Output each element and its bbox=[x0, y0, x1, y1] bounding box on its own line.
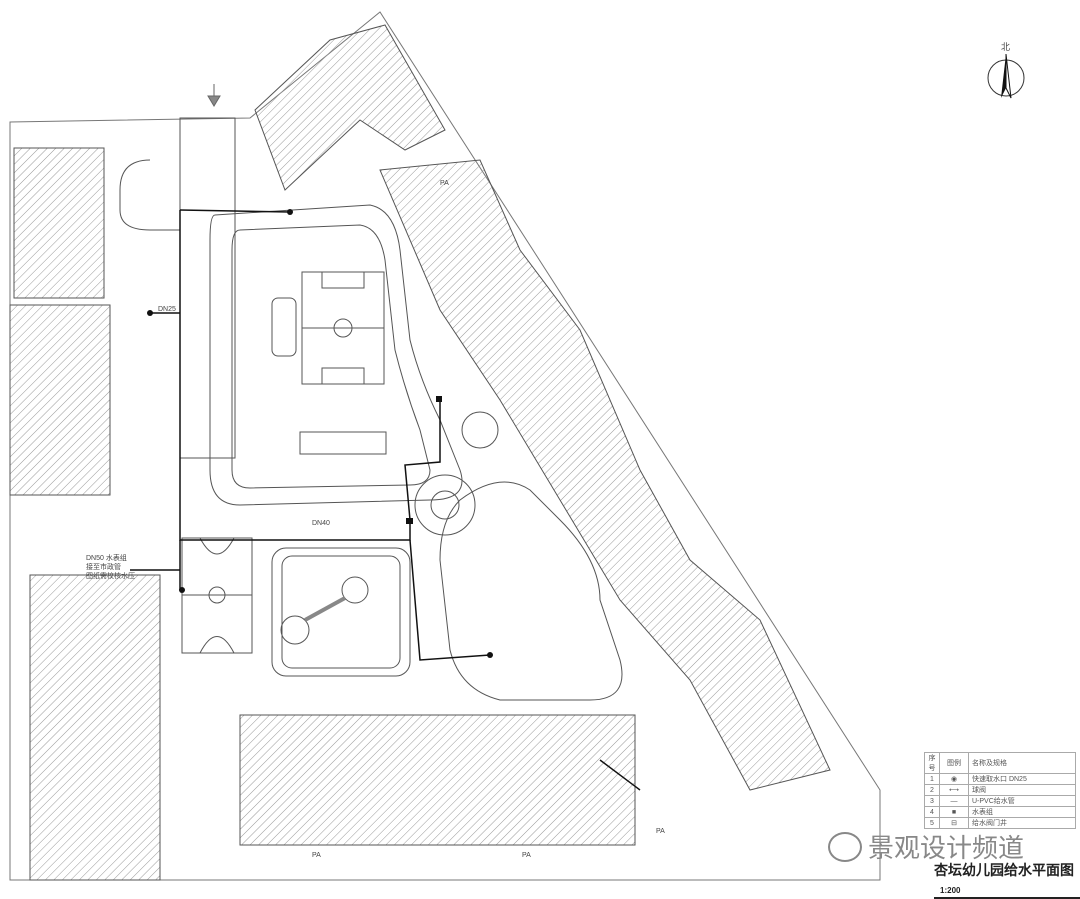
neighbor-building bbox=[9, 304, 111, 496]
site-boundary bbox=[9, 11, 881, 881]
dn50-note-2: 接至市政管 bbox=[86, 564, 121, 571]
ball-valve-icon: ⟷ bbox=[939, 784, 969, 796]
drawing-scale: 1:200 bbox=[940, 886, 961, 895]
legend-row: 5⊟给水阀门井 bbox=[924, 817, 1076, 829]
legend-no: 5 bbox=[924, 817, 940, 829]
wechat-icon bbox=[828, 831, 862, 862]
legend-row: 2⟷球阀 bbox=[924, 784, 1076, 796]
water-pipe bbox=[130, 209, 641, 791]
pipe-label-dn25: DN25 bbox=[158, 306, 176, 313]
track-loop-inner bbox=[231, 224, 431, 489]
legend-no: 3 bbox=[924, 795, 940, 807]
building-wing-east bbox=[379, 159, 831, 791]
drawing-title: 杏坛幼儿园给水平面图 1:200 bbox=[934, 860, 1080, 899]
hydrant-markers bbox=[147, 209, 493, 658]
legend-desc: 给水阀门井 bbox=[968, 817, 1076, 829]
roundabout bbox=[414, 474, 476, 536]
neighbor-building bbox=[29, 574, 161, 881]
hydrant-icon: ◉ bbox=[939, 773, 969, 785]
neighbor-building bbox=[13, 147, 105, 299]
track-loop bbox=[209, 204, 463, 506]
entrance-road bbox=[179, 117, 236, 459]
legend-desc: 球阀 bbox=[968, 784, 1076, 796]
play-area bbox=[271, 547, 411, 677]
legend-desc: 快速取水口 DN25 bbox=[968, 773, 1076, 785]
legend-header: 序号 图例 名称及规格 bbox=[924, 752, 1076, 774]
legend-no: 4 bbox=[924, 806, 940, 818]
pa-label: PA bbox=[312, 852, 321, 859]
drawing-title-text: 杏坛幼儿园给水平面图 bbox=[934, 862, 1074, 878]
watermark-text: 景观设计频道 bbox=[868, 833, 1025, 863]
pipe-icon: — bbox=[939, 795, 969, 807]
legend-row: 1◉快速取水口 DN25 bbox=[924, 773, 1076, 785]
pipe-label-dn40: DN40 bbox=[312, 520, 330, 527]
legend-row: 4■水表组 bbox=[924, 806, 1076, 818]
bench-area bbox=[299, 431, 387, 455]
legend-row: 3—U-PVC给水管 bbox=[924, 795, 1076, 807]
legend-table: 序号 图例 名称及规格 1◉快速取水口 DN25 2⟷球阀 3—U-PVC给水管… bbox=[924, 752, 1076, 829]
dn50-note-3: 图纸需校核水压 bbox=[86, 573, 135, 580]
pa-label: PA bbox=[522, 852, 531, 859]
valve-well-icon: ⊟ bbox=[939, 817, 969, 829]
dn50-note-1: DN50 水表组 bbox=[86, 555, 127, 562]
sandbox bbox=[271, 297, 297, 357]
water-meter-icon: ■ bbox=[939, 806, 969, 818]
legend-desc: 水表组 bbox=[968, 806, 1076, 818]
legend-no: 1 bbox=[924, 773, 940, 785]
legend-header-symbol: 图例 bbox=[939, 752, 969, 774]
north-label: 北 bbox=[1001, 42, 1011, 52]
north-arrow-icon bbox=[986, 44, 1026, 104]
pa-label: PA bbox=[440, 180, 449, 187]
building-south bbox=[239, 714, 636, 846]
legend-no: 2 bbox=[924, 784, 940, 796]
legend-desc: U-PVC给水管 bbox=[968, 795, 1076, 807]
pa-label: PA bbox=[656, 828, 665, 835]
building-wing-north bbox=[254, 24, 446, 191]
legend-header-desc: 名称及规格 bbox=[968, 752, 1076, 774]
entrance-arrow-icon bbox=[207, 84, 221, 107]
track-loop-2 bbox=[439, 481, 623, 701]
legend-header-no: 序号 bbox=[924, 752, 940, 774]
watermark: 景观设计频道 bbox=[828, 828, 1024, 865]
